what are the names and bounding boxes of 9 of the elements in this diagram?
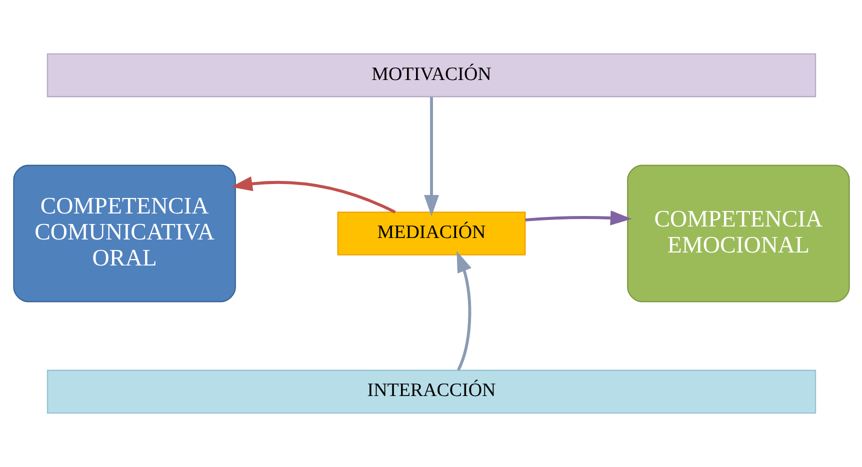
- node-box: MOTIVACIÓN: [46, 53, 816, 98]
- arrow: [424, 96, 438, 216]
- arrow: [524, 210, 632, 226]
- node-box: MEDIACIÓN: [336, 212, 526, 256]
- node-box: COMPETENCIA EMOCIONAL: [626, 164, 850, 302]
- arrow: [456, 250, 471, 371]
- node-box: INTERACCIÓN: [46, 370, 816, 414]
- arrow: [230, 176, 396, 214]
- node-box: COMPETENCIA COMUNICATIVA ORAL: [12, 164, 236, 302]
